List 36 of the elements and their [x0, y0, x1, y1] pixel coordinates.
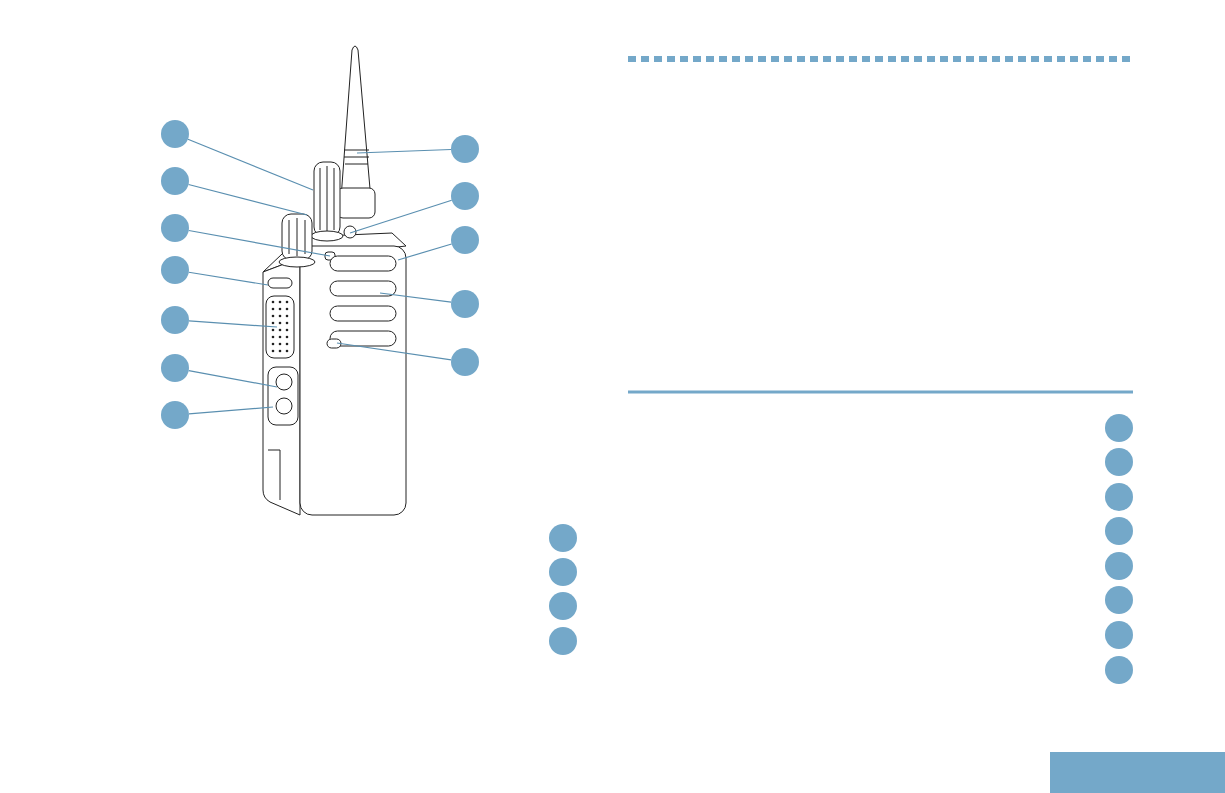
- leader-line: [187, 183, 308, 216]
- callout-circle: [161, 120, 189, 148]
- callout-circle: [451, 135, 479, 163]
- leader-line: [349, 199, 453, 234]
- callout-circle: [1105, 414, 1133, 442]
- callout-circle: [1105, 586, 1133, 614]
- leader-line: [188, 406, 274, 415]
- leader-line: [397, 243, 453, 261]
- leader-line: [188, 229, 331, 257]
- callout-circle: [1105, 656, 1133, 684]
- callout-circle: [161, 167, 189, 195]
- leader-line: [187, 138, 314, 191]
- leader-line: [188, 369, 278, 388]
- callout-circle: [451, 182, 479, 210]
- callout-circle: [1105, 517, 1133, 545]
- callout-circle: [451, 226, 479, 254]
- callout-circle: [161, 306, 189, 334]
- leader-line: [188, 271, 269, 286]
- callout-circle: [1105, 448, 1133, 476]
- callout-circle: [161, 256, 189, 284]
- callout-circle: [549, 558, 577, 586]
- callout-circle: [451, 348, 479, 376]
- callout-circle: [1105, 552, 1133, 580]
- callout-circle: [1105, 621, 1133, 649]
- callout-circle: [549, 627, 577, 655]
- callout-circle: [1105, 483, 1133, 511]
- callout-circle: [161, 354, 189, 382]
- leader-line: [356, 148, 452, 154]
- leader-line: [379, 292, 452, 303]
- callout-circle: [549, 592, 577, 620]
- leader-line: [188, 320, 278, 328]
- callout-circle: [549, 524, 577, 552]
- callout-circle: [161, 401, 189, 429]
- callout-circle: [451, 290, 479, 318]
- leader-line: [336, 342, 452, 361]
- callout-circle: [161, 214, 189, 242]
